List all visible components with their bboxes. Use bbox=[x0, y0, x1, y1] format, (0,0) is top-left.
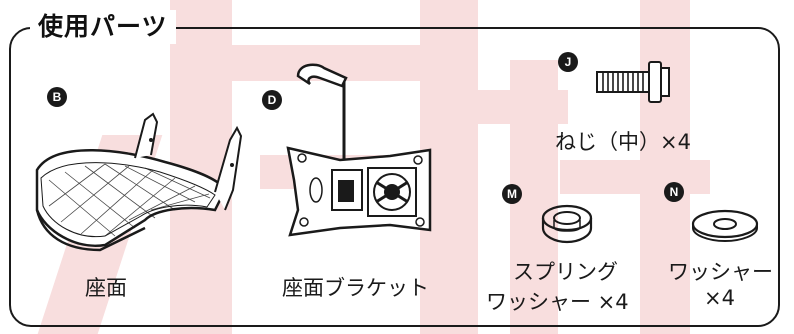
badge-b: B bbox=[47, 87, 67, 107]
section-title: 使用パーツ bbox=[38, 12, 168, 41]
label-washer-1: ワッシャー bbox=[668, 260, 773, 284]
parts-frame bbox=[9, 27, 780, 327]
label-seat-bracket: 座面ブラケット bbox=[282, 276, 429, 300]
seat-icon bbox=[35, 112, 243, 252]
label-spring-washer-2: ワッシャー ×4 bbox=[486, 290, 629, 314]
label-washer-2: ×4 bbox=[704, 286, 735, 310]
washer-icon bbox=[691, 209, 759, 243]
label-bolt: ねじ（中）×4 bbox=[555, 130, 691, 154]
label-seat: 座面 bbox=[85, 276, 127, 300]
bolt-icon bbox=[596, 61, 670, 103]
badge-m: M bbox=[502, 184, 522, 204]
badge-n: N bbox=[664, 182, 684, 202]
badge-d: D bbox=[262, 90, 282, 110]
badge-j: J bbox=[558, 52, 578, 72]
seat-bracket-icon bbox=[286, 63, 432, 237]
watermark-shape bbox=[640, 0, 690, 334]
title-background: 使用パーツ bbox=[30, 10, 176, 44]
label-spring-washer-1: スプリング bbox=[513, 260, 618, 284]
spring-washer-icon bbox=[541, 204, 593, 244]
